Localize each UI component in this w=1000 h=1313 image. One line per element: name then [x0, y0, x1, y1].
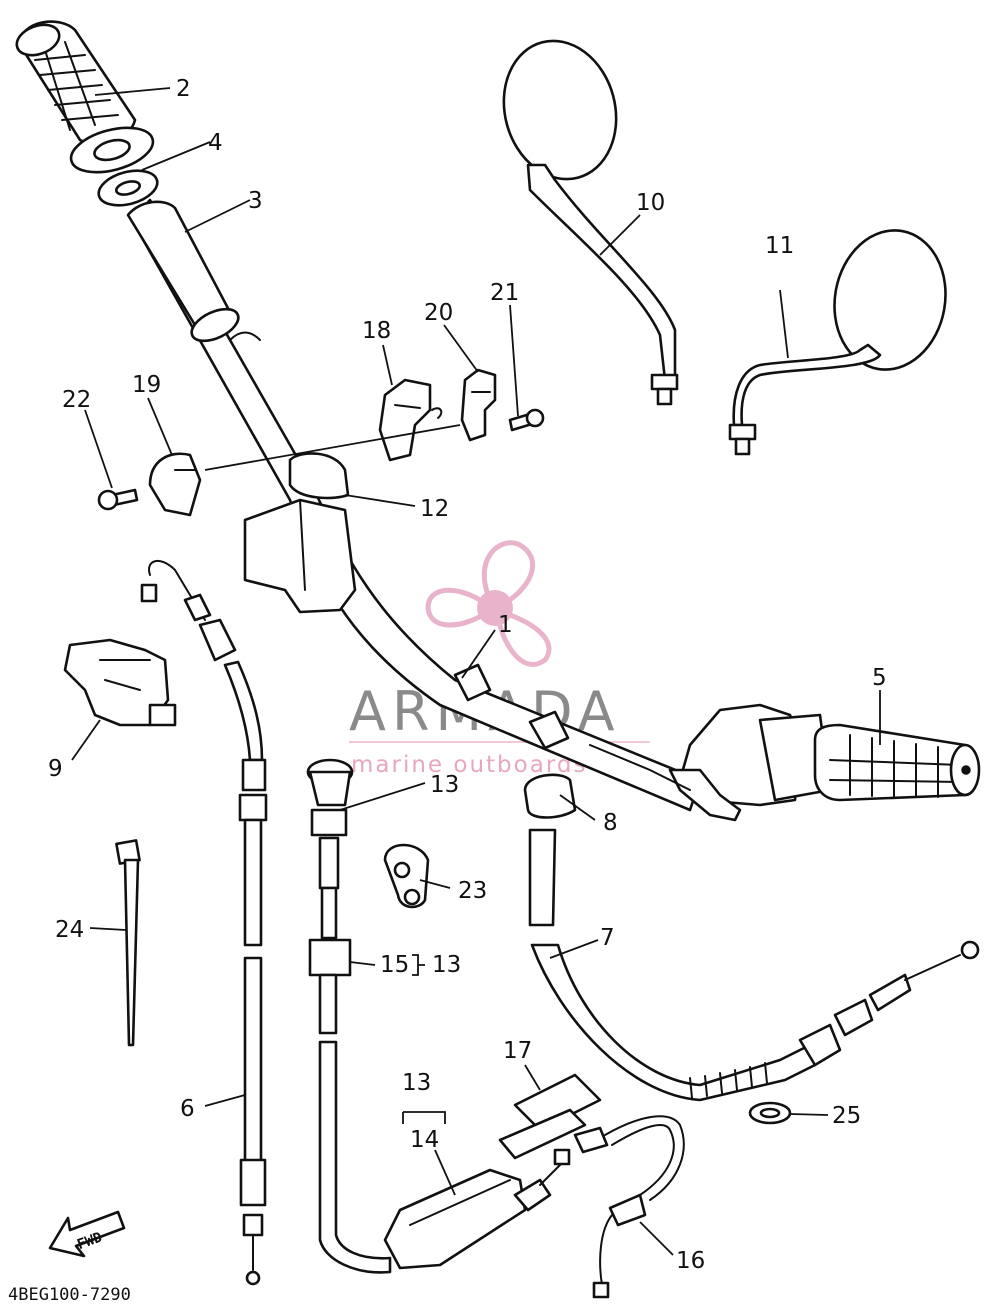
- part-label-2: 2: [176, 76, 191, 102]
- cable-tie-24: [115, 839, 141, 1047]
- switch-17: [498, 1073, 609, 1160]
- grip-right-5: [813, 723, 981, 802]
- part-label-1: 1: [498, 612, 513, 638]
- part-label-13-right: 13: [432, 952, 461, 978]
- part-label-24: 24: [55, 917, 84, 943]
- part-label-18: 18: [362, 318, 391, 344]
- assembly-line-19-20: [204, 424, 461, 471]
- holder-19: [148, 452, 202, 517]
- part-label-13-group: 13: [402, 1070, 431, 1096]
- part-label-19: 19: [132, 372, 161, 398]
- part-label-6: 6: [180, 1096, 195, 1122]
- part-label-17: 17: [503, 1038, 532, 1064]
- grip-left-2: [15, 20, 137, 146]
- mirror-right-10: [502, 39, 679, 406]
- part-label-10: 10: [636, 190, 665, 216]
- part-label-11: 11: [765, 233, 794, 259]
- holder-18: [378, 378, 443, 462]
- cable-7: [528, 828, 980, 1102]
- part-label-20: 20: [424, 300, 453, 326]
- grip-washer-4: [69, 126, 159, 207]
- part-label-23: 23: [458, 878, 487, 904]
- part-label-5: 5: [872, 665, 887, 691]
- clamp-25: [748, 1101, 792, 1125]
- part-label-15: 15: [380, 952, 409, 978]
- screw-21: [508, 408, 545, 432]
- drawing-code: 4BEG100-7290: [8, 1285, 131, 1305]
- part-label-22: 22: [62, 387, 91, 413]
- part-label-7: 7: [600, 925, 615, 951]
- propeller-logo-icon: [425, 540, 552, 667]
- part-label-13-top: 13: [430, 772, 459, 798]
- holder-20: [460, 368, 497, 442]
- part-label-16: 16: [676, 1248, 705, 1274]
- throttle-collar-8: [453, 663, 577, 819]
- part-label-14: 14: [410, 1127, 439, 1153]
- part-label-12: 12: [420, 496, 449, 522]
- cable-route: [589, 744, 691, 791]
- clip-23: [383, 843, 430, 909]
- screw-22: [97, 488, 139, 511]
- choke-cable-13: [306, 758, 392, 1274]
- leader-lines: [71, 87, 881, 1256]
- starter-plunger-14: [383, 1148, 571, 1270]
- part-label-25: 25: [832, 1103, 861, 1129]
- part-label-8: 8: [603, 810, 618, 836]
- part-label-3: 3: [248, 188, 263, 214]
- cable-16: [592, 1115, 685, 1299]
- grip-inner-3: [126, 200, 240, 343]
- part-label-4: 4: [208, 130, 223, 156]
- watermark-tagline: marine outboards: [351, 752, 587, 778]
- forward-arrow-icon: FWD: [48, 1210, 126, 1258]
- part-label-21: 21: [490, 280, 519, 306]
- mirror-left-11: [728, 229, 947, 456]
- part-label-9: 9: [48, 756, 63, 782]
- lever-holder-9: [63, 638, 177, 727]
- part-labels: 1 2 3 4 5 6 7 8 9 10 11 12 13 13 13 14 1…: [48, 76, 887, 1274]
- cable-6: [140, 560, 268, 1286]
- switch-housing-right: [668, 703, 832, 822]
- throttle-housing-12: [243, 452, 357, 614]
